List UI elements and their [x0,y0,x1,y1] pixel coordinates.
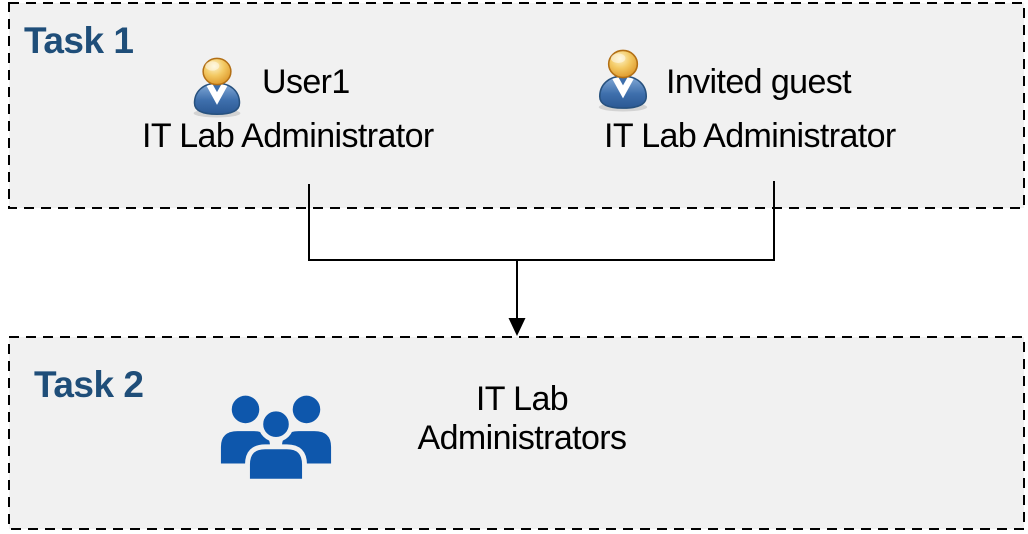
merge-connector [308,181,775,336]
task1-label: Task 1 [24,20,134,61]
invited-guest-name: Invited guest [666,63,852,101]
invited-guest-role: IT Lab Administrator [604,117,896,155]
connector-lines [308,181,775,321]
task2-label: Task 2 [34,364,144,405]
user-icon [187,56,247,118]
user-icon [592,48,654,112]
user1-name: User1 [262,63,350,101]
task2-group-name-line1: IT Lab [475,380,569,418]
task1-box [8,2,1025,209]
arrow-down-icon [508,318,526,336]
users-group-icon [220,395,332,482]
task2-group-name: IT Lab Administrators [392,380,652,458]
task2-group-name-line2: Administrators [417,419,627,457]
user1-role: IT Lab Administrator [142,117,434,155]
